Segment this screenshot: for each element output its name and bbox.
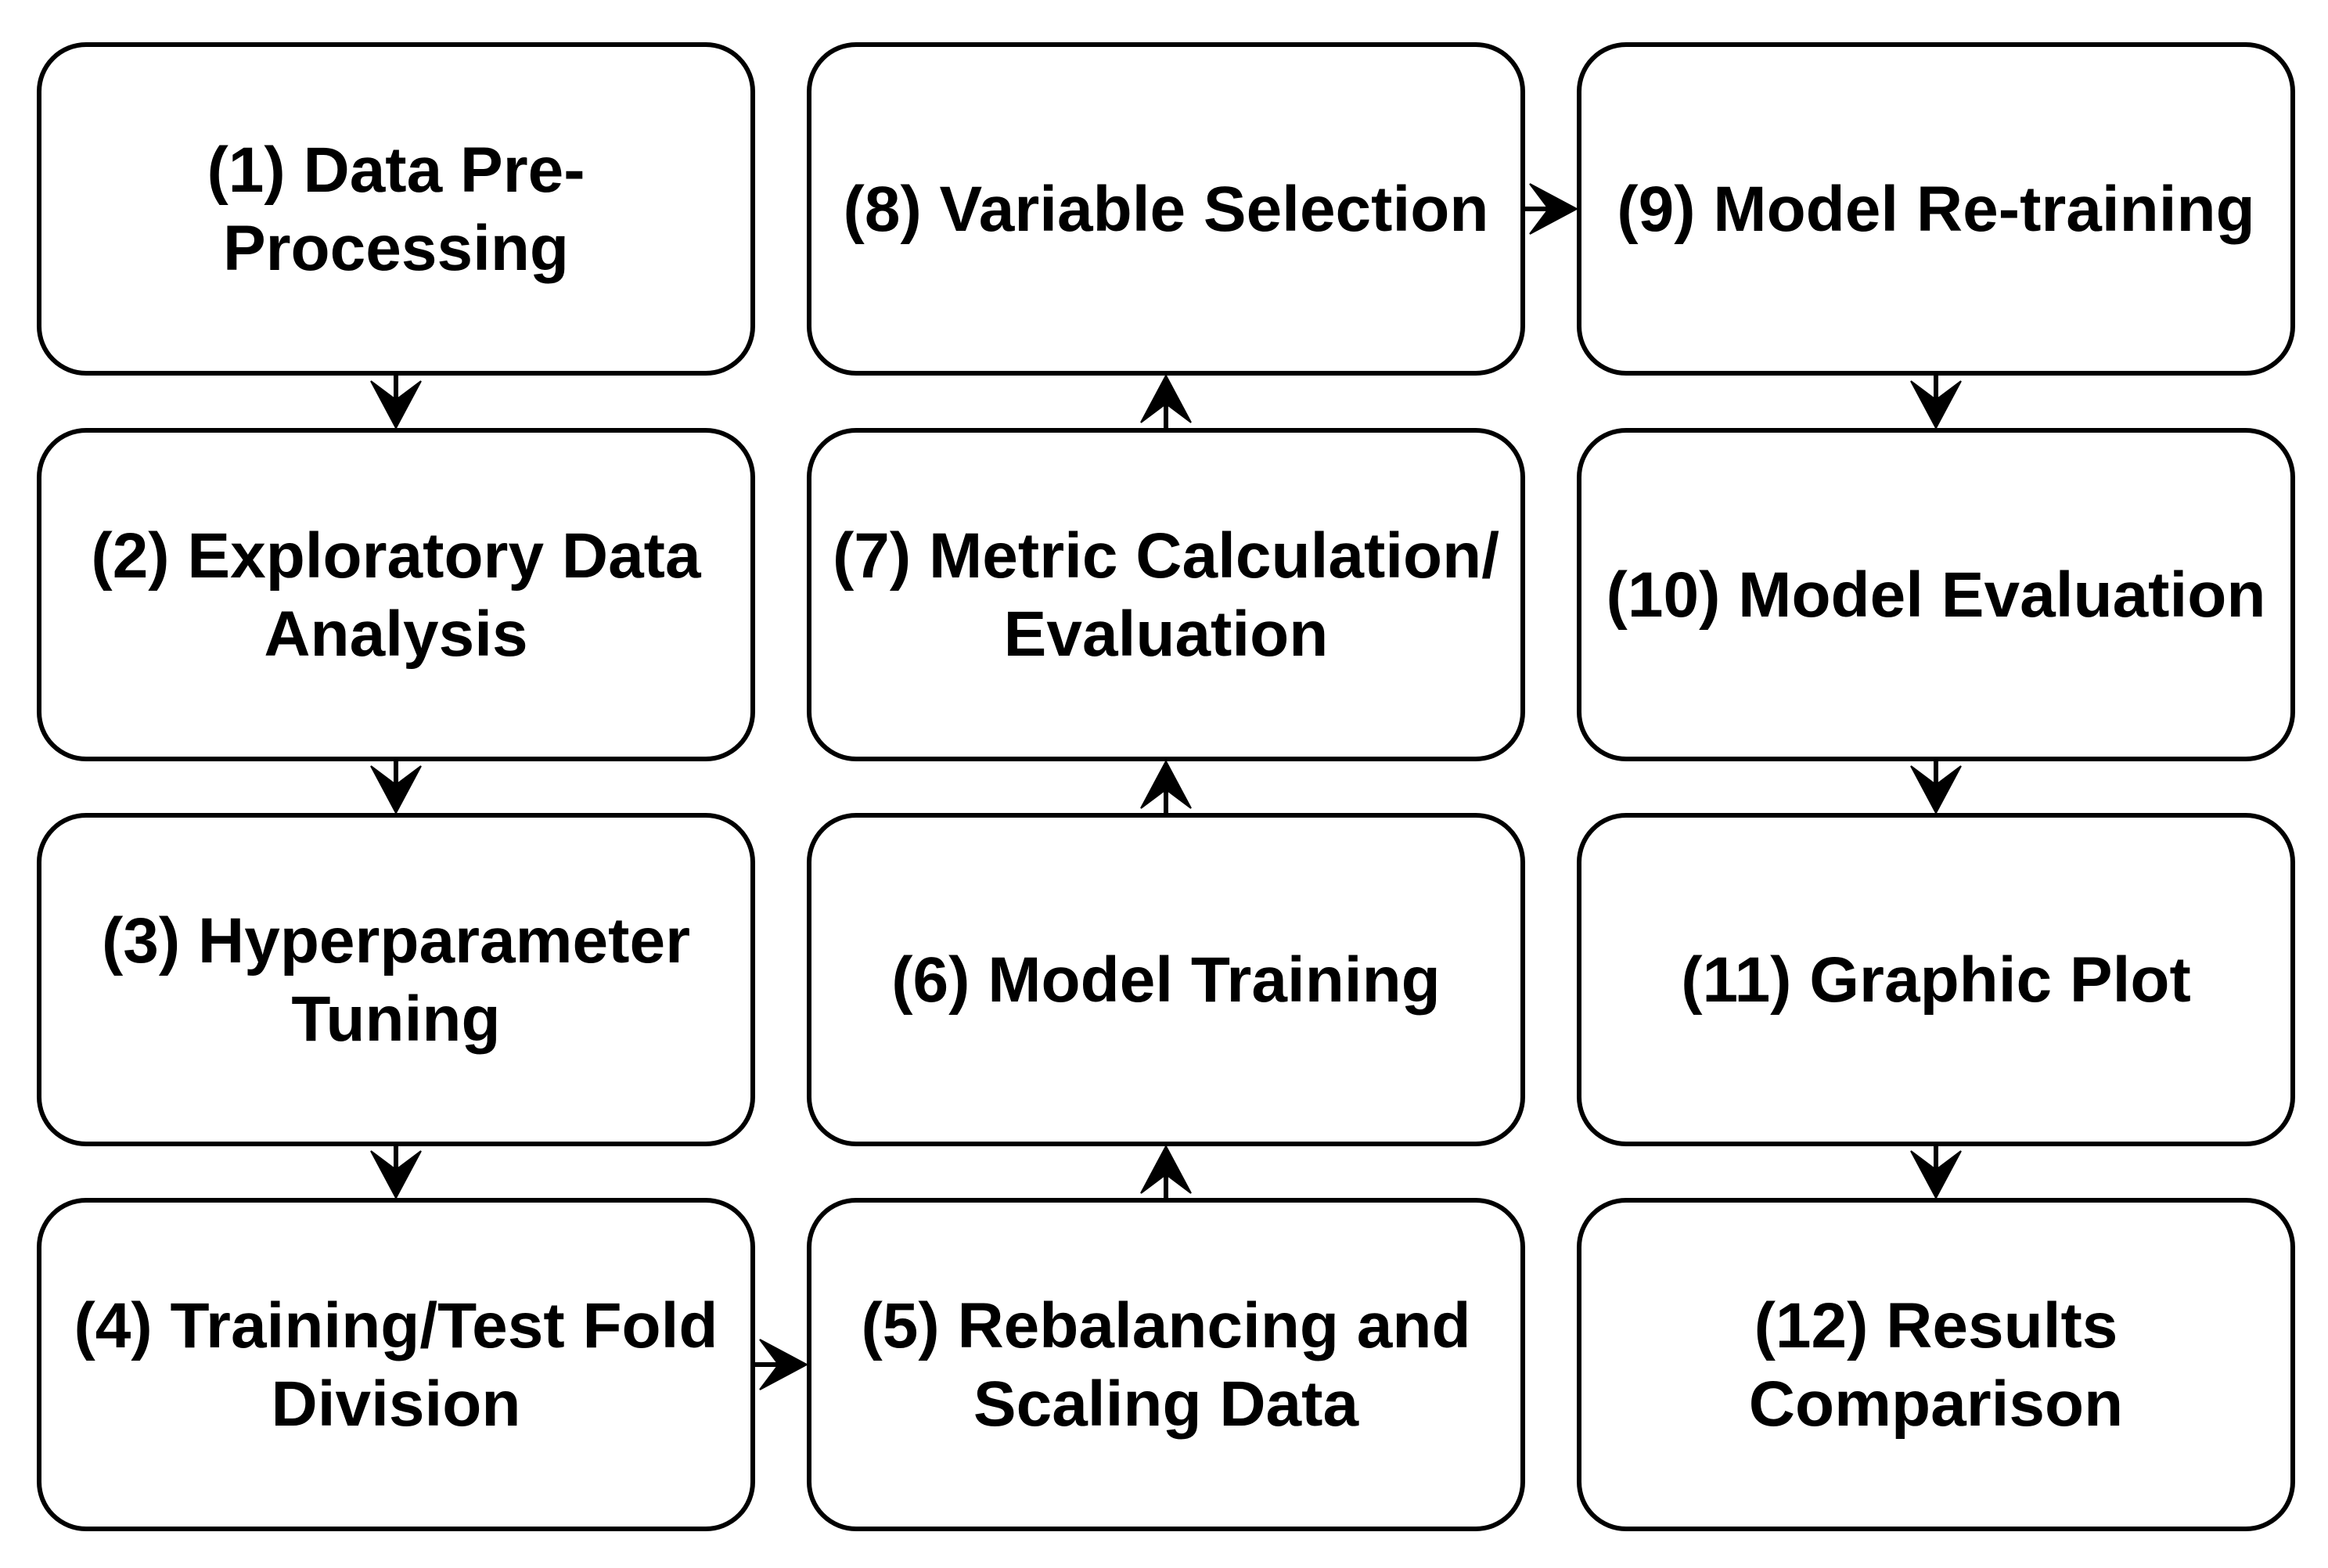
arrow-5-to-6	[1140, 1144, 1192, 1200]
arrow-head-9-to-10	[1910, 380, 1962, 430]
arrow-1-to-2	[370, 373, 422, 430]
step-box-6	[807, 813, 1525, 1146]
step-box-9	[1577, 42, 2295, 376]
step-box-4	[37, 1198, 755, 1531]
step-box-8	[807, 42, 1525, 376]
arrow-head-5-to-6	[1140, 1144, 1192, 1194]
step-label-11-line-1: (11) Graphic Plot	[1681, 944, 2191, 1016]
arrow-head-10-to-11	[1910, 765, 1962, 815]
step-box-1	[37, 42, 755, 376]
step-node-8: (8) Variable Selection	[807, 42, 1525, 376]
step-box-7	[807, 428, 1525, 761]
step-label-12-line-2: Comparison	[1749, 1368, 2123, 1440]
step-box-10	[1577, 428, 2295, 761]
step-label-2-line-1: (2) Exploratory Data	[91, 520, 702, 592]
step-label-12-line-1: (12) Results	[1754, 1290, 2118, 1361]
step-label-1-line-1: (1) Data Pre-	[207, 135, 585, 206]
step-label-4-line-2: Division	[272, 1368, 521, 1440]
step-box-12	[1577, 1198, 2295, 1531]
step-node-10: (10) Model Evaluation	[1577, 428, 2295, 761]
arrow-8-to-9	[1523, 183, 1579, 235]
arrow-6-to-7	[1140, 759, 1192, 815]
arrow-4-to-5	[753, 1339, 809, 1390]
arrow-10-to-11	[1910, 759, 1962, 815]
nodes-layer: (1) Data Pre-Processing (2) Exploratory D…	[37, 42, 2295, 1531]
step-label-1-line-2: Processing	[223, 213, 569, 284]
step-box-3	[37, 813, 755, 1146]
arrow-head-6-to-7	[1140, 759, 1192, 809]
step-label-9-line-1: (9) Model Re-training	[1617, 174, 2254, 245]
step-label-5-line-2: Scaling Data	[973, 1368, 1360, 1440]
step-label-4-line-1: (4) Training/Test Fold	[74, 1290, 718, 1361]
step-label-10-line-1: (10) Model Evaluation	[1607, 559, 2266, 631]
step-node-1: (1) Data Pre-Processing	[37, 42, 755, 376]
step-box-2	[37, 428, 755, 761]
edges-layer	[370, 183, 1962, 1390]
arrow-7-to-8	[1140, 373, 1192, 430]
arrow-head-1-to-2	[370, 380, 422, 430]
step-label-7-line-2: Evaluation	[1004, 599, 1329, 670]
arrow-head-3-to-4	[370, 1150, 422, 1200]
arrow-2-to-3	[370, 759, 422, 815]
step-label-3-line-2: Tuning	[291, 984, 500, 1055]
arrow-head-4-to-5	[759, 1339, 809, 1390]
step-node-7: (7) Metric Calculation/Evaluation	[807, 428, 1525, 761]
step-label-3-line-1: (3) Hyperparameter	[102, 905, 690, 976]
step-box-11	[1577, 813, 2295, 1146]
step-label-8-line-1: (8) Variable Selection	[844, 174, 1489, 245]
arrow-11-to-12	[1910, 1144, 1962, 1200]
step-node-9: (9) Model Re-training	[1577, 42, 2295, 376]
step-node-11: (11) Graphic Plot	[1577, 813, 2295, 1146]
arrow-3-to-4	[370, 1144, 422, 1200]
arrow-head-8-to-9	[1529, 183, 1579, 235]
arrow-head-11-to-12	[1910, 1150, 1962, 1200]
arrow-9-to-10	[1910, 373, 1962, 430]
step-node-6: (6) Model Training	[807, 813, 1525, 1146]
step-label-7-line-1: (7) Metric Calculation/	[833, 520, 1499, 592]
arrow-head-7-to-8	[1140, 373, 1192, 423]
step-box-5	[807, 1198, 1525, 1531]
step-label-5-line-1: (5) Rebalancing and	[861, 1290, 1470, 1361]
step-label-2-line-2: Analysis	[264, 599, 527, 670]
arrow-head-2-to-3	[370, 765, 422, 815]
step-label-6-line-1: (6) Model Training	[891, 944, 1441, 1016]
